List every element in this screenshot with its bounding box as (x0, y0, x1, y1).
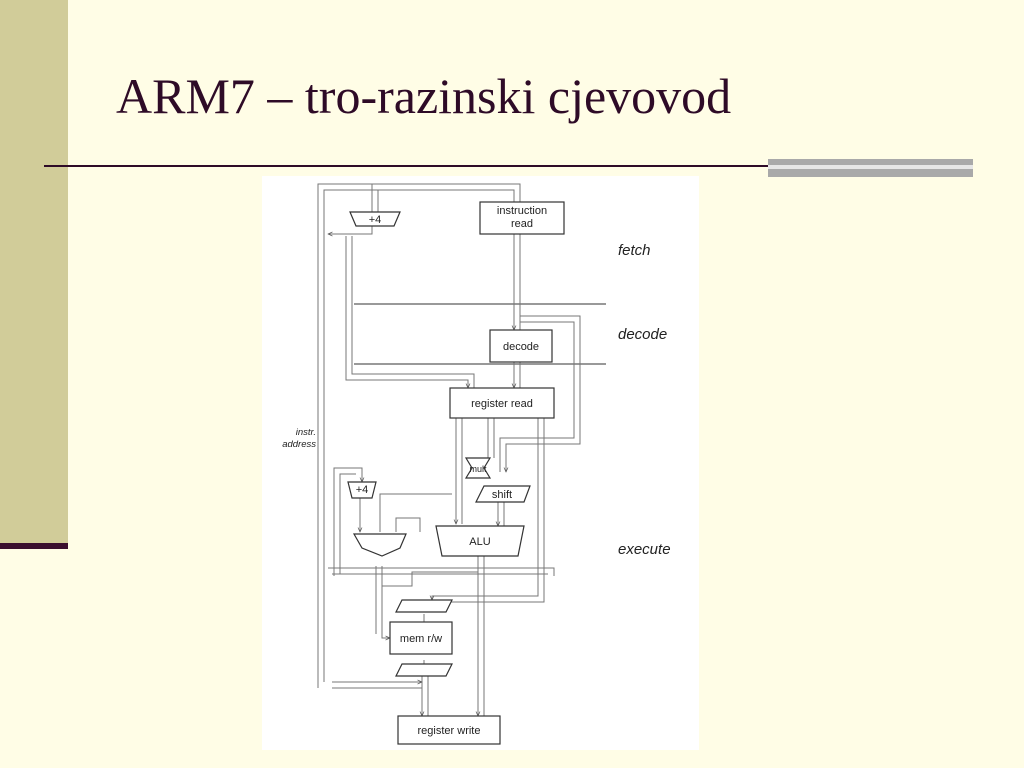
multiplier-unit (464, 457, 492, 479)
instruction-read-label-2: read (511, 218, 533, 230)
adder-top-unit (349, 211, 401, 227)
register-write-block (397, 715, 501, 745)
register-read-label: register read (471, 398, 533, 410)
instr-address-label-2: address (282, 439, 316, 450)
decode-block-label: decode (503, 341, 539, 353)
adder-mid-label: +4 (356, 484, 369, 496)
multiplier-label: mult (469, 464, 487, 474)
adder-mid-unit (347, 481, 377, 499)
pipeline-diagram-svg: instruction read decode register read me… (282, 183, 671, 745)
mem-rw-block (389, 621, 453, 655)
instruction-read-label-1: instruction (497, 205, 547, 217)
register-read-block (449, 387, 555, 419)
instr-address-label-1: instr. (296, 427, 316, 438)
register-write-label: register write (418, 725, 481, 737)
left-accent-bar (0, 543, 68, 549)
slide-title: ARM7 – tro-razinski cjevovod (116, 68, 732, 124)
stage-label-decode: decode (618, 326, 667, 343)
address-latch (395, 599, 453, 613)
alu-label: ALU (469, 536, 490, 548)
shift-unit (475, 485, 531, 503)
title-divider-line (44, 165, 770, 167)
data-latch (395, 663, 453, 677)
mem-rw-label: mem r/w (400, 633, 442, 645)
shift-label: shift (492, 489, 512, 501)
pipeline-bus-lines (317, 183, 581, 716)
left-decorative-band (0, 0, 68, 545)
address-mux-unit (352, 533, 407, 557)
alu-unit (435, 525, 525, 557)
stage-label-execute: execute (618, 541, 671, 558)
instruction-read-block (479, 201, 565, 235)
adder-top-label: +4 (369, 214, 382, 226)
decode-block (489, 329, 553, 363)
title-divider-accent (768, 159, 973, 177)
pipeline-diagram: instruction read decode register read me… (262, 176, 699, 750)
stage-label-fetch: fetch (618, 242, 651, 259)
